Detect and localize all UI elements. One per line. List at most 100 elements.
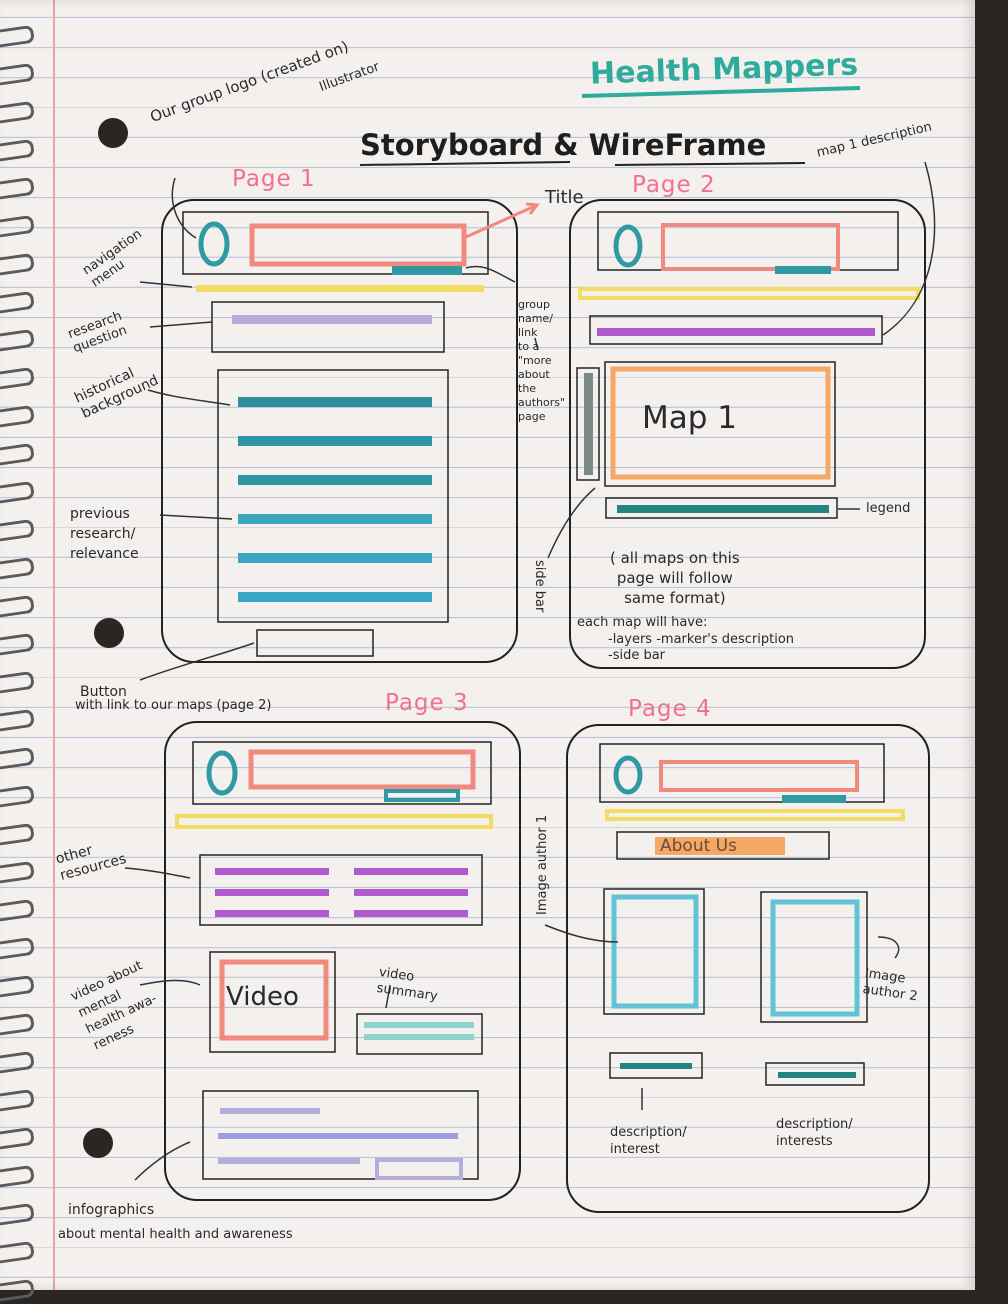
button-note: Button	[80, 684, 127, 700]
arrow-title-head	[525, 202, 540, 215]
page3-resource-line-right	[354, 889, 468, 896]
page4-image2-inner	[770, 899, 860, 1017]
all-maps-note: ( all maps on this page will follow same…	[610, 549, 740, 607]
page2-logo-icon	[613, 224, 643, 268]
page2-desc-line	[597, 328, 875, 336]
page2-sidebar	[576, 367, 600, 481]
page1-content-line	[238, 514, 432, 524]
page4-nav-menu	[605, 809, 905, 821]
arrow-historical	[147, 389, 231, 406]
page2-header-box	[597, 211, 899, 271]
page4-desc1-box	[609, 1052, 703, 1079]
page3-resource-line-left	[215, 910, 329, 917]
page3-logo-icon	[206, 750, 238, 796]
page3-header-box	[192, 741, 492, 805]
page3-video-inner	[219, 959, 329, 1041]
page2-group-link	[775, 266, 831, 274]
page1-logo-icon	[198, 221, 230, 267]
arrow-image-author1	[544, 924, 619, 943]
page3-nav-menu	[175, 814, 493, 829]
page3-title-bar	[248, 749, 476, 790]
page3-resources-box	[199, 854, 483, 926]
page3-resource-line-left	[215, 868, 329, 875]
title-underline-2	[614, 162, 806, 166]
page4-desc1-line	[620, 1063, 692, 1069]
page3-resource-line-right	[354, 910, 468, 917]
arrow-image-author2	[877, 936, 900, 959]
page3-summary-box	[356, 1013, 483, 1055]
page3-info-line3	[218, 1158, 360, 1164]
arrow-map1-desc	[882, 161, 936, 336]
arrow-research-question	[149, 321, 213, 328]
annotation-arrows	[124, 161, 936, 1181]
arrow-group-name-2	[534, 337, 539, 351]
page4-title-bar	[659, 760, 859, 792]
page1-content-line	[238, 436, 432, 446]
page2-map-box	[604, 361, 836, 487]
page3-frame	[164, 721, 521, 1201]
arrow-logo	[171, 177, 197, 239]
page2-sidebar-fill	[584, 373, 593, 475]
previous-research-note: previous research/ relevance	[70, 506, 139, 562]
page2-nav-menu	[578, 287, 920, 300]
image-author1-note: Image author 1	[535, 814, 550, 915]
page1-header-box	[182, 211, 489, 275]
page4-desc2-line	[778, 1072, 856, 1078]
desc-interest1-note: description/ interest	[610, 1125, 687, 1157]
page4-about-highlight	[655, 837, 785, 855]
page4-group-link	[782, 795, 846, 803]
page3-info-line1	[220, 1108, 320, 1114]
page1-content-line	[238, 475, 432, 485]
about-us-label: About Us	[660, 836, 737, 856]
arrow-button	[139, 642, 255, 681]
each-map-note: each map will have:	[577, 615, 708, 630]
button-note-sub: with link to our maps (page 2)	[75, 698, 272, 713]
title-note: Title	[545, 187, 584, 208]
arrow-previous-research	[159, 514, 233, 520]
arrow-video	[139, 979, 201, 986]
page3-resource-line-left	[215, 889, 329, 896]
title-underline-1	[359, 161, 571, 166]
page1-label: Page 1	[232, 166, 316, 192]
sketch-drawing	[124, 86, 936, 1213]
page2-legend-box	[605, 497, 838, 519]
brand-underline	[581, 86, 861, 98]
page4-header-box	[599, 743, 885, 803]
page1-content-line	[238, 397, 432, 407]
page3-info-line2	[218, 1133, 458, 1139]
punch-hole-top	[98, 118, 128, 148]
page4-desc2-box	[765, 1062, 865, 1086]
page1-frame	[161, 199, 518, 663]
notebook-page: Health Mappers Storyboard & WireFrame Pa…	[0, 0, 975, 1304]
page2-desc-box	[589, 315, 883, 345]
page2-label: Page 2	[632, 172, 716, 198]
video-label: Video	[226, 982, 299, 1012]
page3-label: Page 3	[385, 690, 469, 716]
page4-frame	[566, 724, 930, 1213]
arrow-group-name	[465, 265, 516, 283]
page3-summary-line1	[364, 1022, 474, 1028]
page3-infographic-box	[202, 1090, 479, 1180]
arrow-infographics	[134, 1141, 191, 1181]
group-name-note: group name/ link to a "more about the au…	[518, 298, 566, 423]
page2-legend-line	[617, 505, 829, 513]
page2-title-bar	[661, 223, 840, 271]
page4-image1-inner	[611, 894, 699, 1009]
page1-group-link	[392, 266, 462, 275]
page1-title-bar	[249, 223, 467, 267]
page4-label: Page 4	[628, 696, 712, 722]
arrow-other-resources	[124, 867, 191, 879]
page2-frame	[569, 199, 926, 669]
page3-resource-line-right	[354, 868, 468, 875]
infographics-note: infographics	[68, 1202, 155, 1218]
page1-content-line	[238, 553, 432, 563]
page1-content-box	[217, 369, 449, 623]
page1-button	[256, 629, 374, 657]
page3-group-link	[384, 789, 460, 802]
page-title: Storyboard & WireFrame	[360, 128, 767, 162]
arrow-nav-menu	[139, 281, 193, 288]
page3-info-inset	[375, 1158, 463, 1180]
page1-question-box	[211, 301, 445, 353]
infographics-sub-note: about mental health and awareness	[58, 1227, 293, 1242]
page4-about-box	[616, 831, 830, 860]
